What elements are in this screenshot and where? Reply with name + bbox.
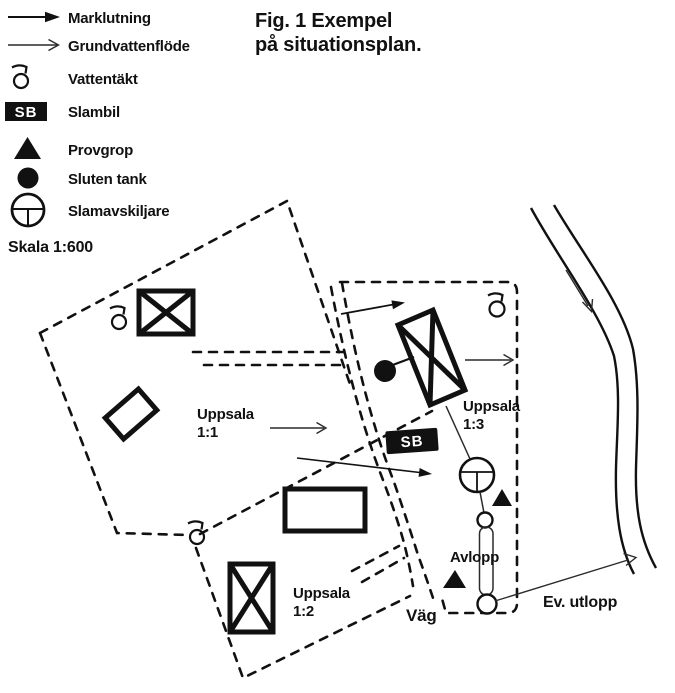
driveway-1-2-lower (360, 556, 406, 584)
sb-box-text: SB (15, 104, 38, 121)
sluten-tank-symbol (374, 355, 415, 382)
sludge-truck-stop: SB (385, 427, 439, 455)
solid-arrow-icon (8, 11, 60, 23)
legend-item-provgrop: Provgrop (14, 137, 133, 159)
legend-label: Slamavskiljare (68, 203, 169, 220)
sludge-truck-stop-text: SB (400, 433, 424, 452)
parcel-name: Uppsala (463, 398, 521, 415)
filled-circle-icon (17, 167, 39, 189)
stream (529, 204, 658, 575)
scale-label: Skala 1:600 (8, 239, 93, 256)
parcel-1-3-label: Uppsala 1:3 (463, 398, 521, 433)
site-map: SB Uppsala 1:1 Upp (38, 199, 658, 680)
legend-label: Marklutning (68, 10, 151, 27)
sewer-pipe-house-to-septic (445, 405, 471, 460)
well-icon-1-2 (187, 520, 206, 546)
outlet-label: Ev. utlopp (543, 594, 618, 611)
parcel-1-1-boundary-north (38, 199, 354, 392)
legend-label: Slambil (68, 104, 120, 121)
well-icon (11, 64, 30, 90)
grundvatten-arrow-1-1 (270, 421, 328, 435)
septic-tank-symbol (458, 456, 496, 494)
sewer-label: Avlopp (450, 549, 499, 566)
open-arrow-icon (8, 38, 60, 52)
collection-chamber-lower (476, 593, 498, 615)
marklutning-arrow-road (296, 457, 432, 477)
building-1-1-shed (101, 385, 161, 443)
parcel-1-2-label: Uppsala 1:2 (293, 585, 351, 620)
outlet-arrow (494, 552, 638, 602)
legend-item-grundvattenflode: Grundvattenflöde (8, 38, 190, 55)
distribution-chamber-upper (476, 511, 494, 529)
legend-label: Vattentäkt (68, 71, 138, 88)
legend-item-slamavskiljare: Slamavskiljare (10, 192, 170, 228)
sewer-pipe-septic-to-chamber (479, 491, 485, 514)
marklutning-arrow-1-3 (340, 300, 405, 315)
road-edge-left (329, 285, 415, 588)
well-icon-1-1 (109, 305, 128, 331)
sb-box-icon: SB (5, 102, 47, 121)
building-1-3-house (394, 306, 469, 409)
legend-label: Grundvattenflöde (68, 38, 190, 55)
parcel-1-2-boundary (194, 546, 412, 680)
provgrop-triangle-lower (443, 570, 466, 588)
stream-flow-arrow (565, 269, 594, 314)
building-1-2-house (227, 561, 276, 635)
road-edge-right (340, 281, 435, 600)
parcel-number: 1:3 (463, 416, 484, 433)
legend-label: Provgrop (68, 142, 133, 159)
parcel-name: Uppsala (293, 585, 351, 602)
title-line-1: Fig. 1 Exempel (255, 10, 392, 32)
legend: Marklutning Grundvattenflöde Vattentäkt … (5, 10, 190, 256)
road-label: Väg (406, 606, 437, 625)
triangle-icon (14, 137, 41, 159)
parcel-number: 1:1 (197, 424, 218, 441)
parcel-name: Uppsala (197, 406, 255, 423)
legend-label: Sluten tank (68, 171, 148, 188)
septic-tank-icon (10, 192, 46, 228)
building-1-2-outbuilding (282, 486, 368, 534)
well-icon-1-3 (487, 292, 506, 318)
driveway-1-2-upper (350, 544, 401, 573)
legend-item-marklutning: Marklutning (8, 10, 151, 27)
provgrop-triangle-upper (492, 489, 512, 506)
title-line-2: på situationsplan. (255, 33, 421, 56)
parcel-1-1-1-2-boundary (198, 409, 434, 536)
legend-item-slambil: SB Slambil (5, 102, 120, 121)
figure-title: Fig. 1 Exempel på situationsplan. (255, 10, 422, 56)
legend-item-vattentakt: Vattentäkt (11, 64, 138, 90)
legend-item-sluten-tank: Sluten tank (17, 167, 148, 189)
parcel-number: 1:2 (293, 603, 314, 620)
stream-bank-right (552, 204, 658, 569)
grundvatten-arrow-1-3 (465, 353, 515, 367)
parcel-1-1-boundary-west (38, 331, 190, 537)
building-1-1-house (136, 288, 196, 337)
parcel-1-1-label: Uppsala 1:1 (197, 406, 255, 441)
stream-bank-left (529, 207, 636, 575)
